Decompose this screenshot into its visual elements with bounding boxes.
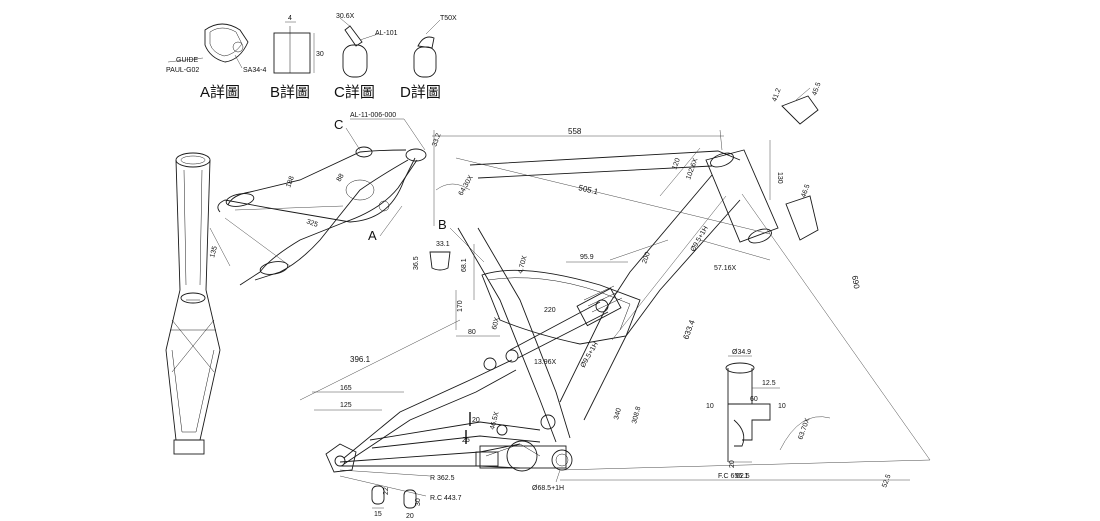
head-bot-dim-a: 46.5: [800, 183, 811, 198]
dropout-dim-60: 60: [750, 396, 758, 403]
dim-220: 220: [544, 307, 556, 314]
dropout-detail: Ø34.9 12.5 60 10 10 20: [706, 349, 786, 468]
dim-head-120: 120: [671, 157, 682, 170]
dropout-dim-349: Ø34.9: [732, 349, 751, 356]
dim-rc-4437: R.C 443.7: [430, 495, 462, 502]
part-number-label: AL-11-006-000: [350, 112, 396, 119]
dim-seat-331: 33.1: [436, 241, 450, 248]
rear-dim-a: 88: [336, 173, 346, 183]
dim-left-165: 165: [340, 385, 352, 392]
detail-b-dim-top: 4: [288, 15, 292, 22]
dim-959: 95.9: [580, 254, 594, 261]
top-small-dim: 33.2: [431, 132, 442, 147]
dim-seat-angle: 4.70X: [517, 255, 529, 275]
head-top-dim-b: 45.5: [811, 81, 822, 96]
dim-top-length: 558: [568, 127, 582, 136]
front-view-frame: [165, 152, 221, 455]
dim-525: 52.5: [881, 473, 892, 488]
side-view-frame: 41.2 45.5 46.5: [325, 81, 823, 473]
dropout-dim-20: 20: [729, 460, 736, 468]
detail-b-caption: B詳圖: [270, 84, 310, 101]
top-view-rear: 325 135 88 188: [209, 146, 427, 286]
dropout-dim-125: 12.5: [762, 380, 776, 387]
rear-dim-135: 135: [209, 245, 219, 258]
dim-6334: 633.4: [681, 318, 696, 340]
dim-angle-57: 57.16X: [714, 265, 737, 272]
detail-a-part: PAUL-G02: [166, 67, 199, 74]
dim-seat-365: 36.5: [413, 256, 420, 270]
dim-diag-top: 505.1: [578, 183, 600, 196]
dim-head-angle: 102.6X: [685, 157, 699, 181]
callout-labels: A B C AL-11-006-000 33.2: [334, 112, 485, 263]
detail-d-caption: D詳圖: [400, 84, 441, 101]
dim-left-angle: 46.5X: [489, 411, 501, 431]
bb-dim-15: 15: [374, 511, 382, 518]
detail-c-part: AL-101: [375, 30, 398, 37]
dim-seat-681: 68.1: [461, 258, 468, 272]
bb-detail: 15 22 20 30: [371, 485, 422, 520]
detail-a-code: SA34-4: [243, 67, 266, 74]
rear-dim-b: 188: [285, 175, 296, 188]
dim-mid-170: 170: [457, 300, 464, 312]
head-top-dim-a: 41.2: [771, 87, 782, 102]
bb-label: Ø68.5+1H: [532, 485, 564, 492]
bb-dim-20: 20: [406, 513, 414, 520]
detail-d-angle: T50X: [440, 15, 457, 22]
dim-left-125: 125: [340, 402, 352, 409]
dim-3088: 308.8: [631, 406, 642, 425]
dropout-dim-10a: 10: [706, 403, 714, 410]
detail-c-caption: C詳圖: [334, 84, 375, 101]
dropout-dim-10b: 10: [778, 403, 786, 410]
dim-angle-right: 63.70X: [797, 417, 811, 441]
detail-b-dim-side: 30: [316, 51, 324, 58]
callout-a: A: [368, 228, 377, 243]
callout-b: B: [438, 217, 447, 232]
dim-head-130: 130: [776, 172, 783, 184]
detail-c-view: 30.6X AL-101 C詳圖: [334, 13, 398, 101]
dim-left-20: 20: [472, 417, 480, 424]
bb-dim-22: 22: [383, 487, 390, 495]
dim-200: 200: [641, 251, 652, 264]
detail-d-view: T50X D詳圖: [400, 15, 457, 101]
detail-a-view: GUIDE PAUL-G02 SA34-4 A詳圖: [166, 23, 266, 101]
dim-shock-angle: 13.96X: [534, 359, 557, 366]
callout-c: C: [334, 117, 343, 132]
detail-c-angle: 30.6X: [336, 13, 355, 20]
dim-690: 690: [850, 275, 861, 290]
dim-mid-80: 80: [468, 329, 476, 336]
dim-340: 340: [613, 407, 623, 420]
dim-625: 62.5: [736, 473, 750, 480]
dim-mid-angle: 60X: [491, 316, 501, 330]
dim-left-3961: 396.1: [350, 355, 371, 364]
detail-b-view: 4 30 B詳圖: [270, 15, 324, 101]
dim-fc-6561: F.C 656.1: [718, 473, 748, 480]
dim-top-angle: 64.30X: [458, 174, 475, 197]
rear-dim-325: 325: [305, 218, 318, 229]
bb-dim-30: 30: [415, 498, 422, 506]
dim-r-3625: R 362.5: [430, 475, 455, 482]
detail-a-guide: GUIDE: [176, 57, 199, 64]
detail-a-caption: A詳圖: [200, 84, 240, 101]
